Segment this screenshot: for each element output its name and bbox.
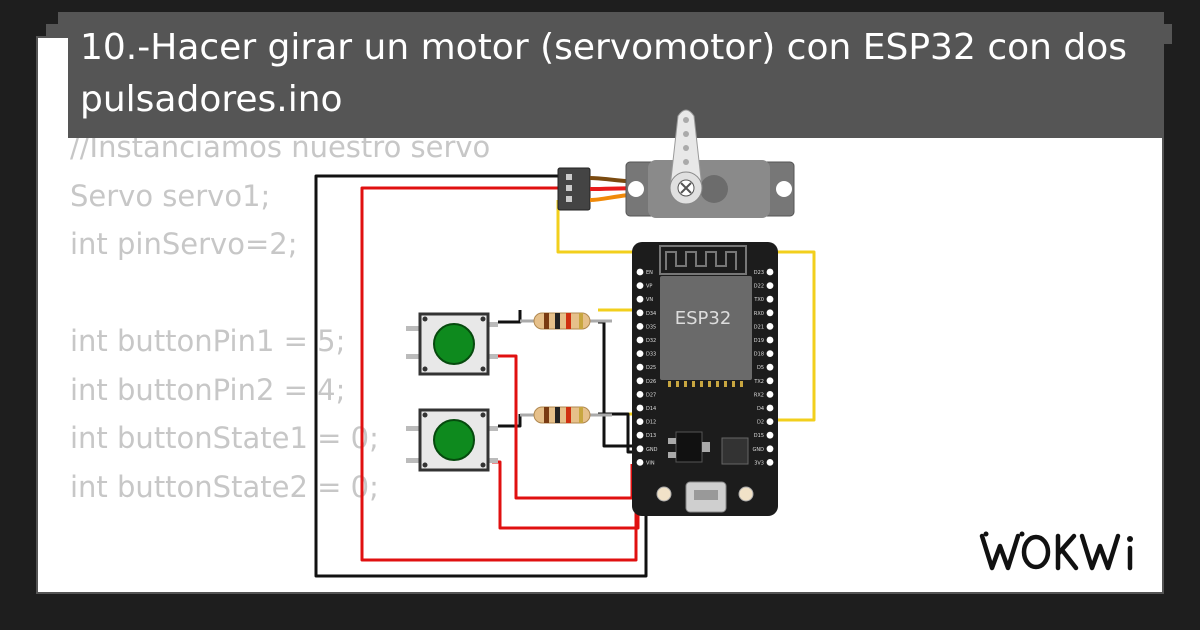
header-pin xyxy=(766,309,774,317)
pushbutton-1[interactable] xyxy=(406,312,498,376)
header-pin xyxy=(766,336,774,344)
header-pin xyxy=(766,391,774,398)
wire-black-res2 xyxy=(498,414,522,428)
header-pin xyxy=(636,418,644,425)
header-pin xyxy=(636,282,644,289)
header-pin xyxy=(636,295,644,303)
pin-label: GND xyxy=(753,447,765,453)
header-pin xyxy=(766,445,774,453)
project-title: 10.-Hacer girar un motor (servomotor) co… xyxy=(80,27,1128,120)
pin-label: D33 xyxy=(646,352,656,358)
header-pin xyxy=(766,431,774,439)
header-pin xyxy=(766,377,774,385)
esp32-board: ESP32 ENVPVND34D35D32D33D25D26D27D14D12D… xyxy=(632,242,778,516)
header-pin xyxy=(636,391,644,398)
wire-black-servo-gnd xyxy=(314,174,648,578)
pin-label: 3V3 xyxy=(754,460,764,466)
pin-label: D27 xyxy=(646,392,656,398)
wire-black-res1 xyxy=(498,310,522,324)
pin-label: TX0 xyxy=(753,297,764,303)
header-pin xyxy=(766,404,774,412)
header-pin xyxy=(636,459,644,466)
header-pin xyxy=(636,309,644,317)
pin-label: D21 xyxy=(754,324,764,330)
header-pin xyxy=(766,282,774,289)
wire-red-button2 xyxy=(492,460,640,530)
code-line: Servo servo1; xyxy=(70,178,271,213)
wire-yellow-servo-signal xyxy=(556,200,816,422)
pin-label: D25 xyxy=(646,365,656,371)
pin-label: D14 xyxy=(646,406,656,412)
resistor-2 xyxy=(520,406,612,424)
pin-label: D13 xyxy=(646,433,656,439)
pin-label: RX0 xyxy=(754,311,764,317)
code-line: int buttonPin2 = 4; xyxy=(70,372,346,407)
header-pin xyxy=(766,323,774,330)
pin-label: D23 xyxy=(754,270,764,276)
code-line: int buttonPin1 = 5; xyxy=(70,324,346,358)
header-pin xyxy=(766,363,774,371)
header-pin xyxy=(636,350,644,357)
pin-label: VIN xyxy=(646,460,655,466)
header-pin xyxy=(636,323,644,330)
pin-label: EN xyxy=(646,270,653,276)
pin-label: D19 xyxy=(754,338,764,344)
servo-motor xyxy=(557,109,795,218)
pin-label: D26 xyxy=(646,379,656,385)
pin-label: D12 xyxy=(646,420,656,426)
pin-label: D4 xyxy=(757,406,764,412)
pin-label: VN xyxy=(646,297,653,303)
code-line: int buttonState2 = 0; xyxy=(70,469,379,504)
header-pin xyxy=(636,268,644,276)
title-bar: 10.-Hacer girar un motor (servomotor) co… xyxy=(68,14,1164,138)
header-pin xyxy=(636,377,644,385)
pin-label: D15 xyxy=(754,433,764,439)
header-pin xyxy=(636,404,644,412)
esp32-label: ESP32 xyxy=(675,308,732,329)
wokwi-logo xyxy=(978,526,1150,582)
pin-label: D22 xyxy=(754,284,764,290)
pin-label: TX2 xyxy=(753,379,764,385)
header-pin xyxy=(636,363,644,371)
header-pin xyxy=(766,295,774,303)
resistor-1 xyxy=(520,312,612,330)
code-line: int buttonState1 = 0; xyxy=(70,421,379,455)
header-pin xyxy=(636,445,644,453)
pin-label: D5 xyxy=(757,365,764,371)
header-pin xyxy=(766,268,774,276)
header-pin xyxy=(766,459,774,466)
header-pin xyxy=(636,336,644,344)
pin-label: RX2 xyxy=(754,392,764,398)
header-pin xyxy=(636,431,644,439)
pin-label: D18 xyxy=(754,352,764,358)
pin-label: GND xyxy=(646,447,658,453)
header-pin xyxy=(766,418,774,425)
pin-label: D35 xyxy=(646,324,656,330)
header-pin xyxy=(766,350,774,357)
pin-label: D2 xyxy=(757,420,764,426)
pin-label: D34 xyxy=(646,311,656,317)
code-line: int pinServo=2; xyxy=(70,227,298,261)
pushbutton-2[interactable] xyxy=(406,408,498,472)
pin-label: VP xyxy=(646,284,652,290)
pin-label: D32 xyxy=(646,338,656,344)
